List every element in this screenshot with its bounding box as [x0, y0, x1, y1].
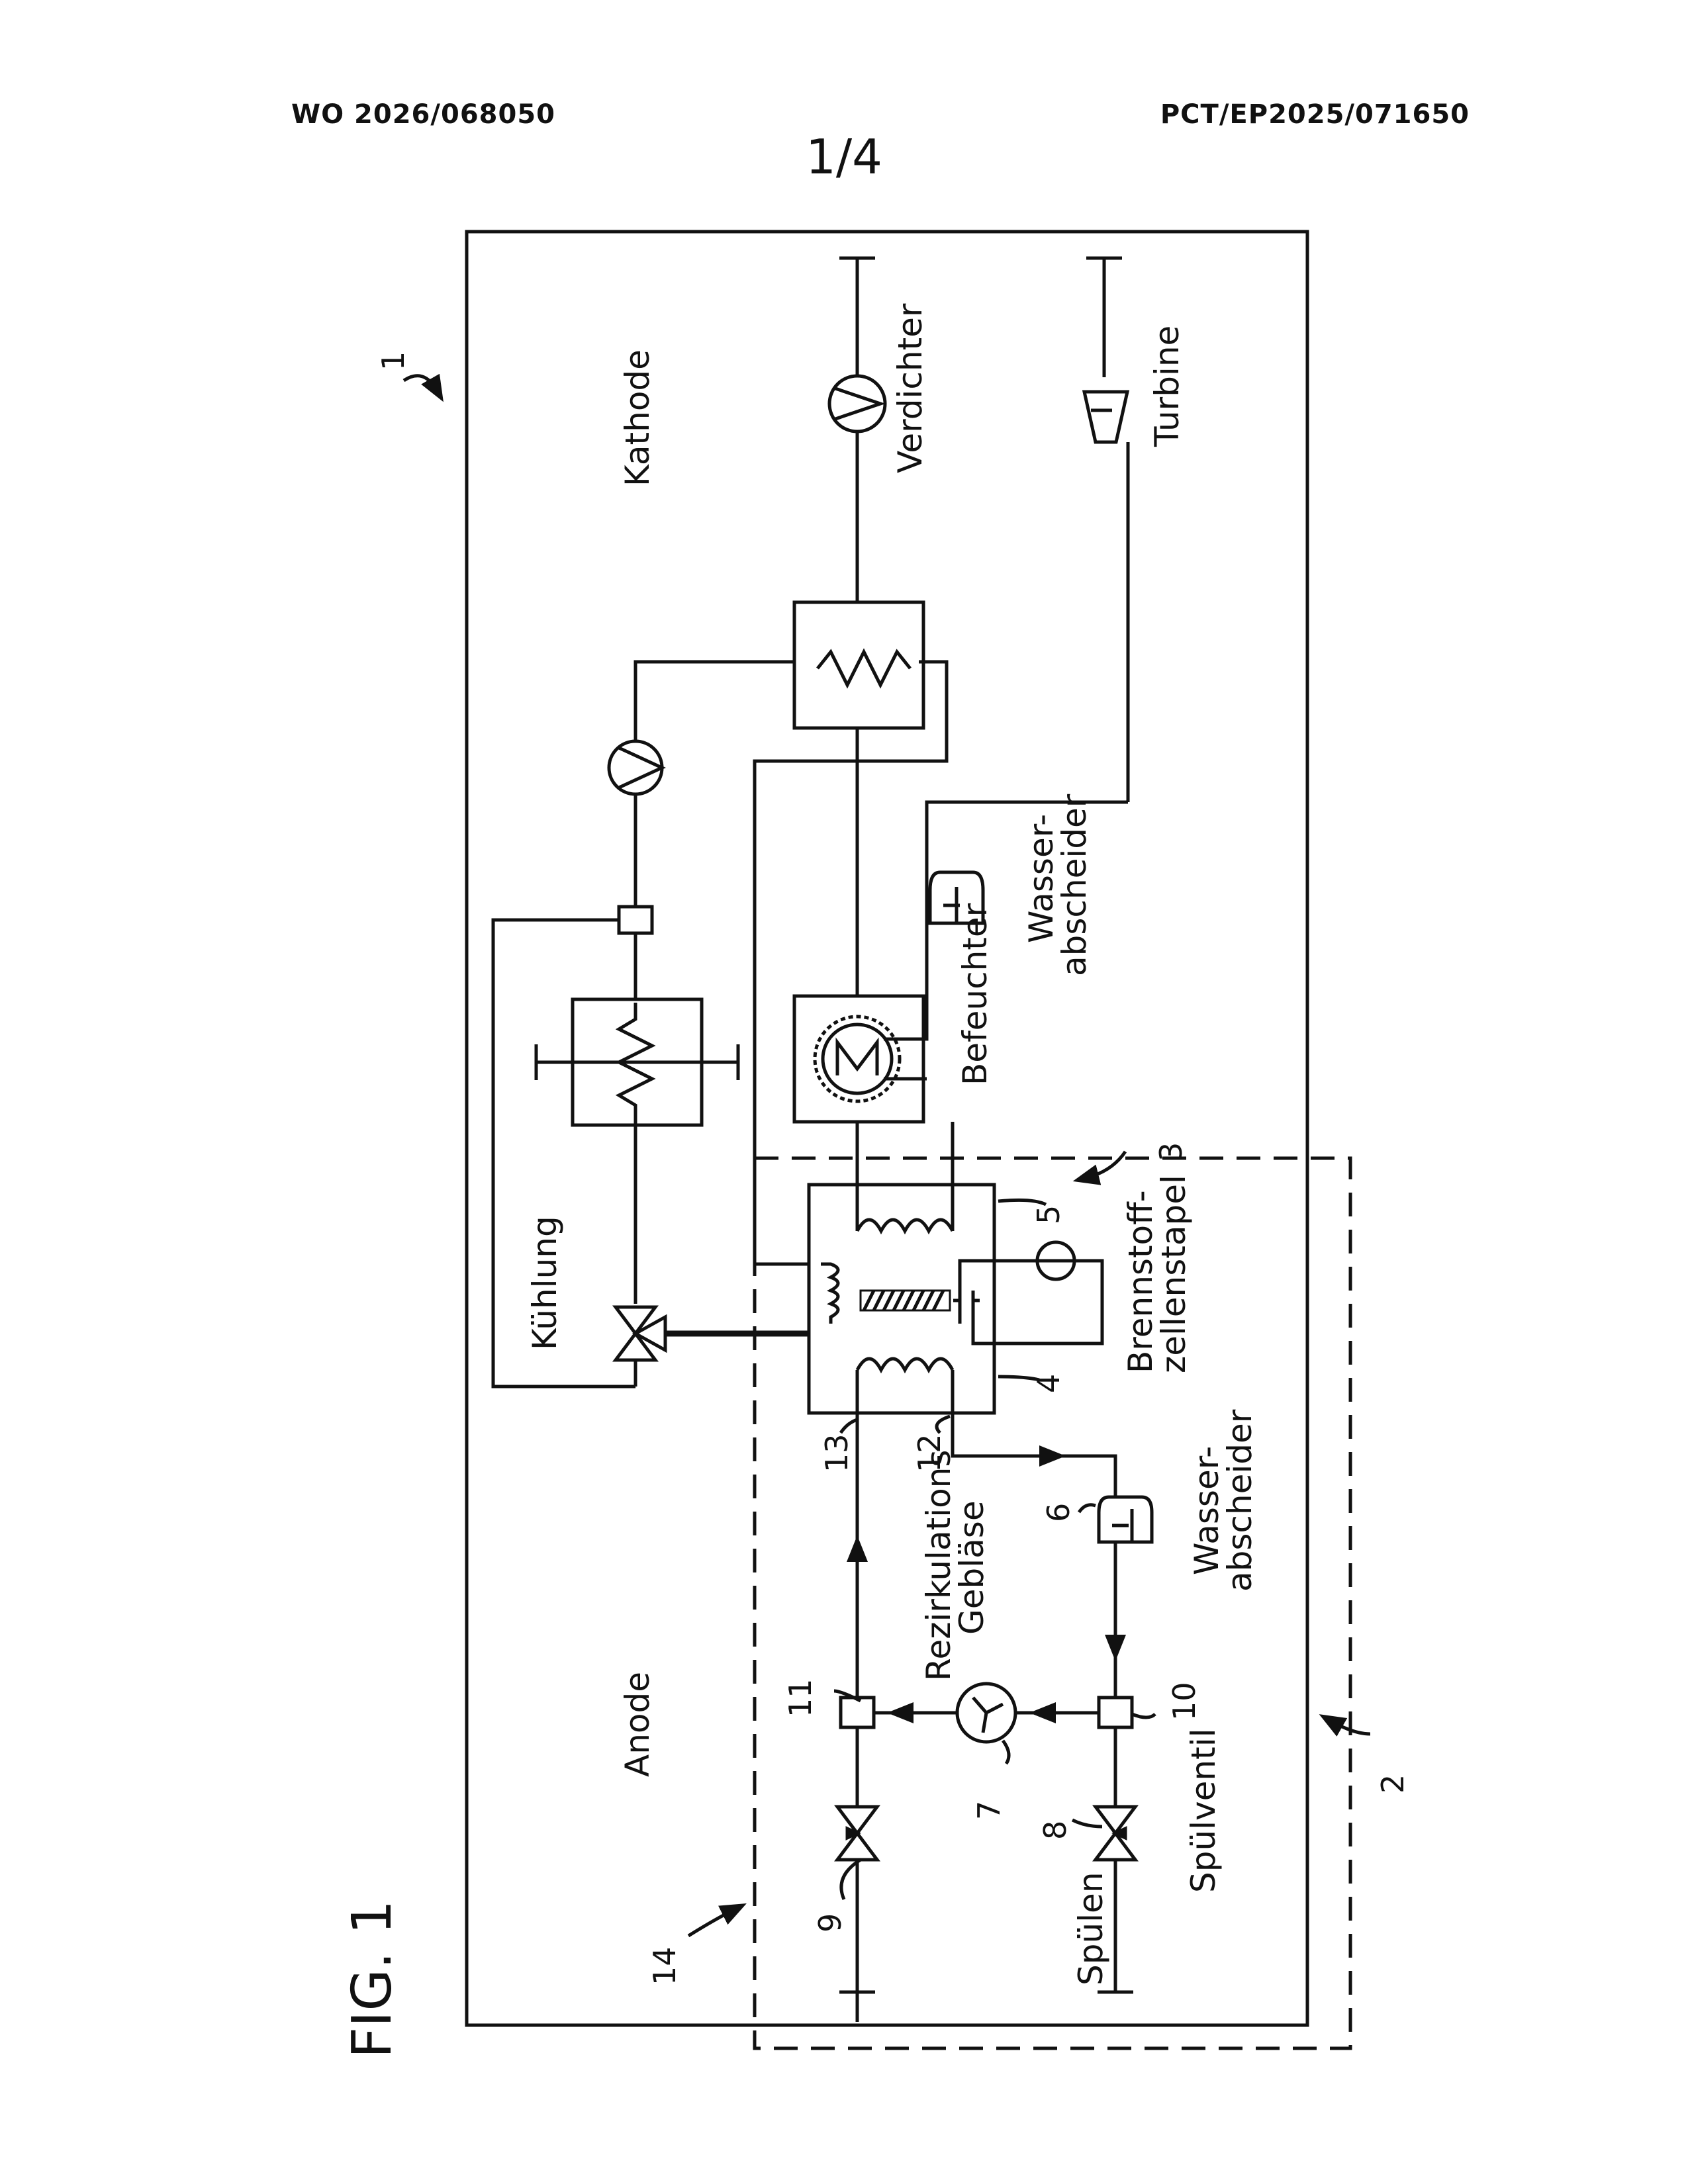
cathode-water-separator-label-2: abscheider: [1055, 794, 1094, 976]
membrane-hatch: [861, 1291, 950, 1310]
ref-12: 12: [912, 1433, 947, 1473]
purge-valve-icon: [1096, 1807, 1135, 1860]
kathode-label: Kathode: [618, 349, 657, 486]
ref-6: 6: [1041, 1503, 1076, 1522]
valve-icon: [837, 1807, 877, 1860]
befeuchter-label: Befeuchter: [956, 903, 994, 1085]
ref-14: 14: [647, 1946, 682, 1985]
compressor-icon: [829, 376, 885, 432]
anode-label: Anode: [618, 1672, 657, 1777]
ref-11: 11: [782, 1678, 818, 1717]
ref-10: 10: [1166, 1682, 1202, 1721]
spuelventil-label: Spülventil: [1184, 1729, 1223, 1893]
three-way-valve-icon: [616, 1307, 665, 1360]
ref-9: 9: [812, 1913, 848, 1933]
ref-7: 7: [971, 1801, 1007, 1820]
turbine-label: Turbine: [1148, 326, 1186, 447]
turbine-icon: [1084, 392, 1127, 442]
ref-5: 5: [1031, 1205, 1066, 1224]
stack-label-2: zellenstapel: [1154, 1175, 1193, 1373]
ref-1: 1: [375, 351, 411, 371]
coolant-pump-icon: [609, 741, 662, 794]
ref-2: 2: [1375, 1774, 1411, 1794]
verdichter-label: Verdichter: [891, 303, 929, 473]
anode-water-separator-label-2: abscheider: [1221, 1409, 1259, 1592]
kuehlung-label: Kühlung: [526, 1216, 564, 1350]
anode-water-separator: [1099, 1497, 1152, 1542]
ref-3: 3: [1153, 1142, 1189, 1161]
system-frame: [467, 232, 1307, 2025]
ref-4: 4: [1031, 1374, 1066, 1393]
spuelen-label: Spülen: [1072, 1872, 1110, 1985]
ref-13: 13: [819, 1433, 855, 1473]
figure-caption: FIG. 1: [341, 1900, 404, 2058]
humidifier-membrane-icon: [815, 1017, 900, 1101]
ref-8: 8: [1037, 1821, 1073, 1840]
blower-label-2: Gebläse: [953, 1500, 991, 1635]
